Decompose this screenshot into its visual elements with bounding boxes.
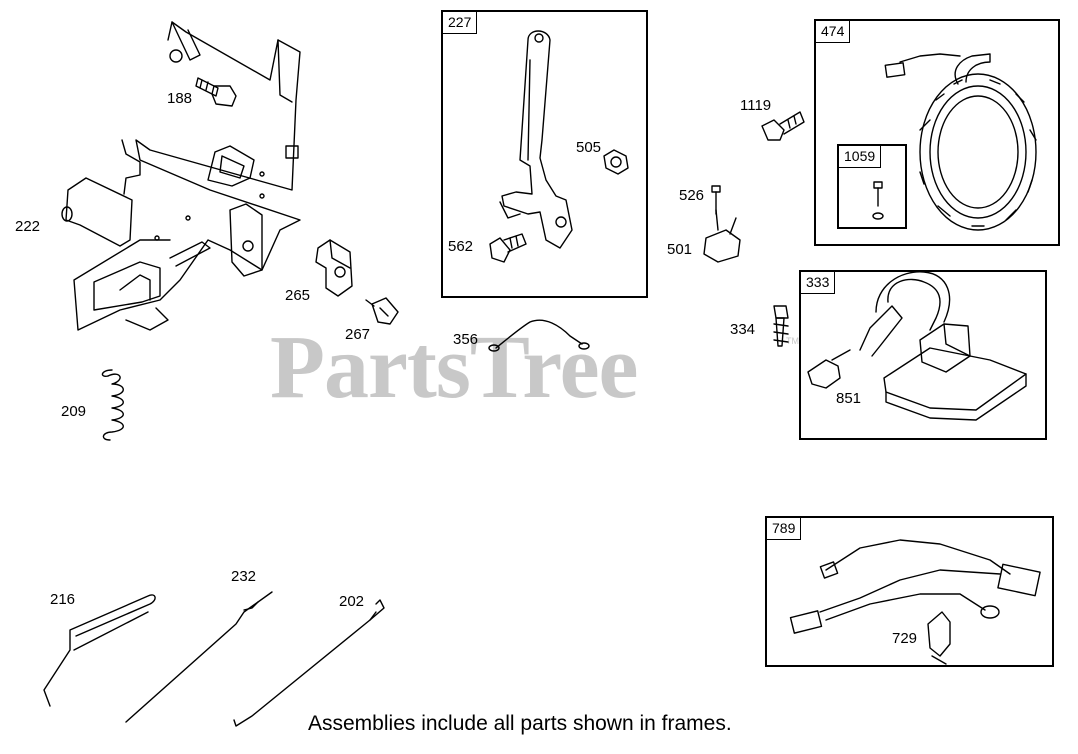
part-label-851: 851 bbox=[836, 390, 862, 407]
clip-265 bbox=[315, 239, 353, 297]
assembly-frame-333: 333 bbox=[799, 270, 1047, 440]
frame-tag-1059: 1059 bbox=[839, 146, 882, 168]
rod-202 bbox=[233, 599, 385, 727]
control-bracket-222 bbox=[61, 21, 301, 331]
assembly-frame-1059: 1059 bbox=[837, 144, 907, 229]
bolt-1119 bbox=[761, 111, 805, 141]
assembly-frame-789: 789 bbox=[765, 516, 1054, 667]
part-label-526: 526 bbox=[679, 187, 705, 204]
part-label-265: 265 bbox=[285, 287, 311, 304]
screw-334 bbox=[773, 305, 789, 347]
frame-tag-227: 227 bbox=[443, 12, 478, 34]
screw-1059 bbox=[872, 181, 884, 220]
screw-267 bbox=[365, 297, 399, 325]
frame-tag-474: 474 bbox=[816, 21, 851, 43]
cable-356 bbox=[488, 319, 590, 352]
lever-227 bbox=[499, 30, 573, 249]
ignition-coil-333 bbox=[807, 271, 1027, 421]
part-label-334: 334 bbox=[730, 321, 756, 338]
part-label-267: 267 bbox=[345, 326, 371, 343]
parts-tree-watermark: PartsTree bbox=[270, 318, 638, 417]
diode-501 bbox=[703, 209, 741, 263]
spring-209 bbox=[101, 369, 124, 441]
part-label-232: 232 bbox=[231, 568, 257, 585]
part-label-216: 216 bbox=[50, 591, 76, 608]
nut-505 bbox=[603, 149, 629, 175]
link-216 bbox=[43, 594, 156, 707]
assemblies-footnote: Assemblies include all parts shown in fr… bbox=[308, 712, 732, 735]
part-label-202: 202 bbox=[339, 593, 365, 610]
assembly-frame-474: 474 bbox=[814, 19, 1060, 246]
frame-tag-789: 789 bbox=[767, 518, 802, 540]
trademark-symbol: TM bbox=[786, 336, 799, 346]
stator-474 bbox=[884, 53, 1037, 231]
assembly-frame-227: 227 bbox=[441, 10, 648, 298]
part-label-222: 222 bbox=[15, 218, 41, 235]
bolt-188 bbox=[195, 77, 237, 107]
part-label-209: 209 bbox=[61, 403, 87, 420]
screw-562 bbox=[489, 233, 527, 263]
part-label-1119: 1119 bbox=[740, 97, 772, 114]
part-label-356: 356 bbox=[453, 331, 479, 348]
frame-tag-333: 333 bbox=[801, 272, 836, 294]
rod-232 bbox=[125, 591, 273, 723]
part-label-729: 729 bbox=[892, 630, 918, 647]
wire-harness-789 bbox=[789, 539, 1041, 665]
part-label-562: 562 bbox=[448, 238, 474, 255]
part-label-501: 501 bbox=[667, 241, 693, 258]
part-label-188: 188 bbox=[167, 90, 193, 107]
part-label-505: 505 bbox=[576, 139, 602, 156]
